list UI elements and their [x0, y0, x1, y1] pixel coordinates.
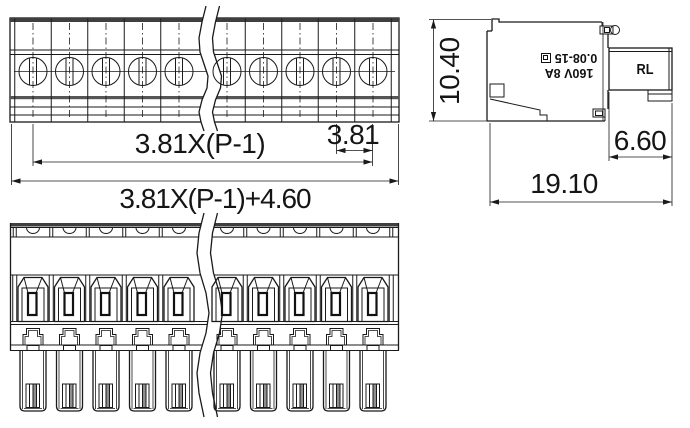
side-view-depth-dimensions [489, 92, 673, 206]
dim-pitch-label: 3.81 [326, 119, 380, 150]
dim-total-depth-label: 19.10 [530, 168, 598, 199]
top-view-screw-circles [18, 23, 388, 120]
dim-height-label: 10.40 [434, 37, 465, 105]
marking-wire-range: 0.08-15 [527, 50, 611, 65]
connector-series-label: RL [636, 61, 654, 78]
front-view-cells [17, 227, 389, 412]
front-view-drawing [9, 212, 400, 418]
top-view-break-lines [198, 5, 223, 132]
dim-pitch-span-label: 3.81X(P-1) [134, 128, 266, 159]
marking-rating: 160V 8A [544, 66, 594, 80]
front-view-break-lines [196, 212, 224, 418]
side-view-body [486, 18, 620, 122]
side-view-height-dimension [429, 19, 491, 122]
product-marking: 160V 8A 0.08-15 [527, 50, 611, 80]
dim-overall-label: 3.81X(P-1)+4.60 [119, 183, 311, 214]
side-view-plug [608, 47, 673, 102]
top-view-cell-boundaries [14, 18, 392, 122]
top-view-dimension-lines [11, 124, 399, 185]
top-view-drawing [9, 5, 400, 185]
side-view-drawing [429, 18, 673, 206]
front-view-cell-boundaries [12, 227, 394, 322]
square-in-square-icon [540, 53, 551, 63]
dim-plug-depth-label: 6.60 [613, 125, 667, 156]
